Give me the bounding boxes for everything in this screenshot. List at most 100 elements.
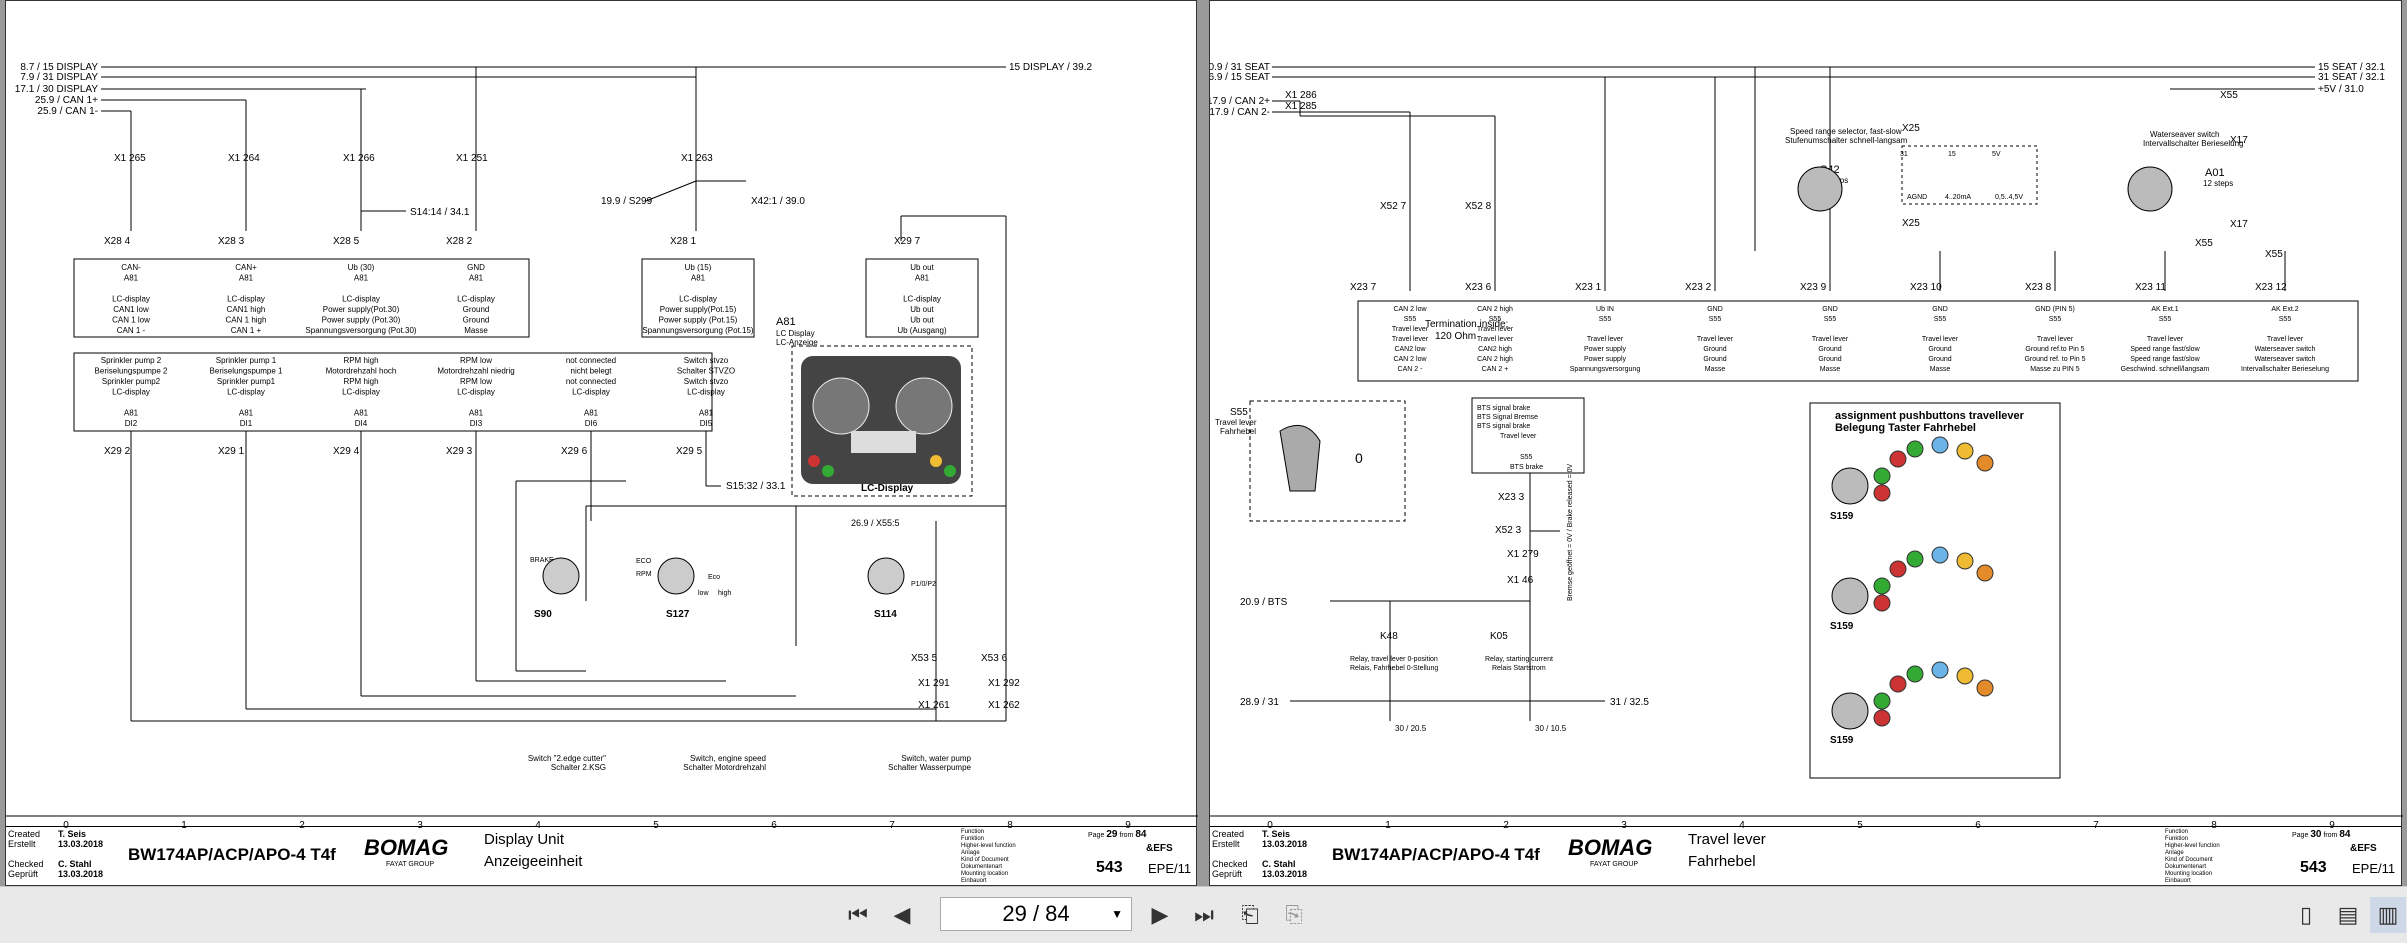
table-cell: AK Ext.2	[2271, 306, 2298, 313]
x17-label: X17	[2230, 219, 2248, 230]
table-cell: Masse	[464, 326, 488, 335]
table-cell: Travel lever	[2147, 336, 2184, 343]
svg-text:P1/0/P2: P1/0/P2	[911, 581, 936, 588]
grid-column-label: 4	[535, 820, 541, 831]
two-page-icon[interactable]: ▤	[2337, 902, 2359, 927]
pdf-viewer-toolbar: ⏮ ◀ 29 / 84▼ ▶ ⏭ ⎗ ⎘ ▯ ▤ ▥	[0, 886, 2407, 943]
x1-bottom: X1 262	[988, 700, 1020, 711]
prev-page-icon[interactable]: ◀	[893, 902, 911, 927]
table-cell: GND	[1932, 306, 1948, 313]
table-cell: Spannungsversorgung (Pot.30)	[305, 326, 417, 335]
pushbutton-dot	[1906, 440, 1924, 458]
forward-view-icon[interactable]: ⎘	[1285, 902, 1303, 927]
schematic-page-29: 8.7 / 15 DISPLAY 7.9 / 31 DISPLAY 17.1 /…	[5, 0, 1198, 886]
grid-column-label: 3	[417, 820, 423, 831]
table-cell: GND	[1707, 306, 1723, 313]
x29-label: X29 6	[561, 446, 588, 457]
table-cell: LC-display	[227, 295, 265, 304]
switch-position-labels: BRAKE ECO RPM Eco low high P1/0/P2	[530, 557, 936, 597]
chevron-down-icon[interactable]: ▼	[1111, 907, 1123, 921]
table-cell: Travel lever	[1477, 326, 1514, 333]
grid-column-label: 2	[1503, 820, 1509, 831]
table-cell: Travel lever	[2037, 336, 2074, 343]
pushbutton-dot	[1873, 709, 1891, 727]
table-cell: Ub (30)	[348, 263, 375, 272]
svg-text:5V: 5V	[1992, 151, 2001, 158]
pushbutton-dot	[1956, 442, 1974, 460]
table-cell: not connected	[566, 377, 616, 386]
grid-column-label: 8	[1007, 820, 1013, 831]
table-cell: Spannungsversorgung	[1570, 366, 1641, 373]
assign-title: assignment pushbuttons travellever	[1835, 410, 2025, 422]
table-cell: CAN 2 low	[1393, 356, 1427, 363]
lc-display-caption: LC-Display	[861, 483, 914, 494]
table-cell: CAN 1 +	[231, 326, 262, 335]
x28-label: X28 4	[104, 236, 131, 247]
x52-label: X52 7	[1380, 201, 1407, 212]
x1-label: X1 46	[1507, 575, 1534, 586]
next-page-icon[interactable]: ▶	[1151, 902, 1169, 927]
x55-label: X55	[2265, 249, 2283, 260]
switch-s90: S90	[534, 609, 552, 620]
table-cell: DI1	[240, 419, 253, 428]
table-cell: Power supply	[1584, 356, 1627, 363]
table-cell: A81	[469, 409, 484, 418]
table-cell: Ub (15)	[685, 263, 712, 272]
grid-column-label: 4	[1739, 820, 1745, 831]
caption: Schalter 2.KSG	[551, 763, 606, 772]
table-cell: Beriselungspumpe 1	[210, 367, 283, 376]
table-cell: Waterseaver switch	[2255, 346, 2316, 353]
table-cell: Travel lever	[1922, 336, 1959, 343]
x28-label: X28 2	[446, 236, 473, 247]
display-unit-schematic: 8.7 / 15 DISPLAY 7.9 / 31 DISPLAY 17.1 /…	[6, 62, 1198, 831]
single-page-icon[interactable]: ▯	[2299, 902, 2313, 927]
table-cell: Travel lever	[1812, 336, 1849, 343]
table-cell: S55	[1934, 316, 1947, 323]
x1-label: X1 285	[1285, 101, 1317, 112]
table-cell: A81	[124, 274, 139, 283]
caption: Switch, water pump	[901, 754, 971, 763]
table-cell: LC-display	[112, 295, 150, 304]
table-cell: Power supply(Pot.30)	[323, 305, 400, 314]
table-cell: S55	[2279, 316, 2292, 323]
grid-column-label: 3	[1621, 820, 1627, 831]
svg-text:0,5..4,5V: 0,5..4,5V	[1995, 194, 2023, 201]
table-cell: Masse zu PIN 5	[2030, 366, 2080, 373]
table-cell: Beriselungspumpe 2	[95, 367, 168, 376]
pushbutton-dot	[1956, 667, 1974, 685]
first-page-icon[interactable]: ⏮	[848, 902, 868, 927]
s159-label: S159	[1830, 511, 1854, 522]
page-number-input[interactable]: 29 / 84▼	[940, 897, 1132, 931]
caption: Schalter Wasserpumpe	[888, 763, 971, 772]
signal-can2m: 17.9 / CAN 2-	[1210, 107, 1270, 118]
table-cell: RPM high	[343, 377, 378, 386]
svg-text:Relais, Fahrhebel 0-Stellung: Relais, Fahrhebel 0-Stellung	[1350, 665, 1438, 672]
brake-note: Bremse geöffnet = 0V / Brake released = …	[1567, 463, 1574, 601]
travel-lever-graphic: 0	[1279, 424, 1363, 492]
table-cell: Ground ref.to Pin 5	[2025, 346, 2084, 353]
x1-label: X1 265	[114, 153, 146, 164]
table-cell: LC-display	[903, 295, 941, 304]
back-view-icon[interactable]: ⎗	[1241, 902, 1259, 927]
table-cell: A81	[691, 274, 706, 283]
x28-label: X28 5	[333, 236, 360, 247]
table-cell: CAN2 low	[1394, 346, 1426, 353]
signal-can1p: 25.9 / CAN 1+	[35, 95, 98, 106]
k05-id: K05	[1490, 631, 1508, 642]
table-cell: A81	[915, 274, 930, 283]
x29-label: X29 3	[446, 446, 473, 457]
page-title: Display Unit	[484, 831, 565, 848]
last-page-icon[interactable]: ⏭	[1194, 902, 1214, 927]
x23-label: X23 11	[2135, 282, 2166, 293]
continuous-icon[interactable]: ▥	[2370, 897, 2406, 933]
table-cell: LC-display	[227, 388, 265, 397]
table-cell: S55	[2049, 316, 2062, 323]
table-cell: CAN 2 +	[1482, 366, 1509, 373]
a01-id: A01	[2205, 167, 2225, 179]
table-cell: LC-display	[457, 388, 495, 397]
grid-column-label: 9	[2329, 820, 2335, 831]
x42-ref: X42:1 / 39.0	[751, 196, 805, 207]
table-cell: CAN 1 low	[112, 316, 150, 325]
table-cell: Masse	[1820, 366, 1841, 373]
